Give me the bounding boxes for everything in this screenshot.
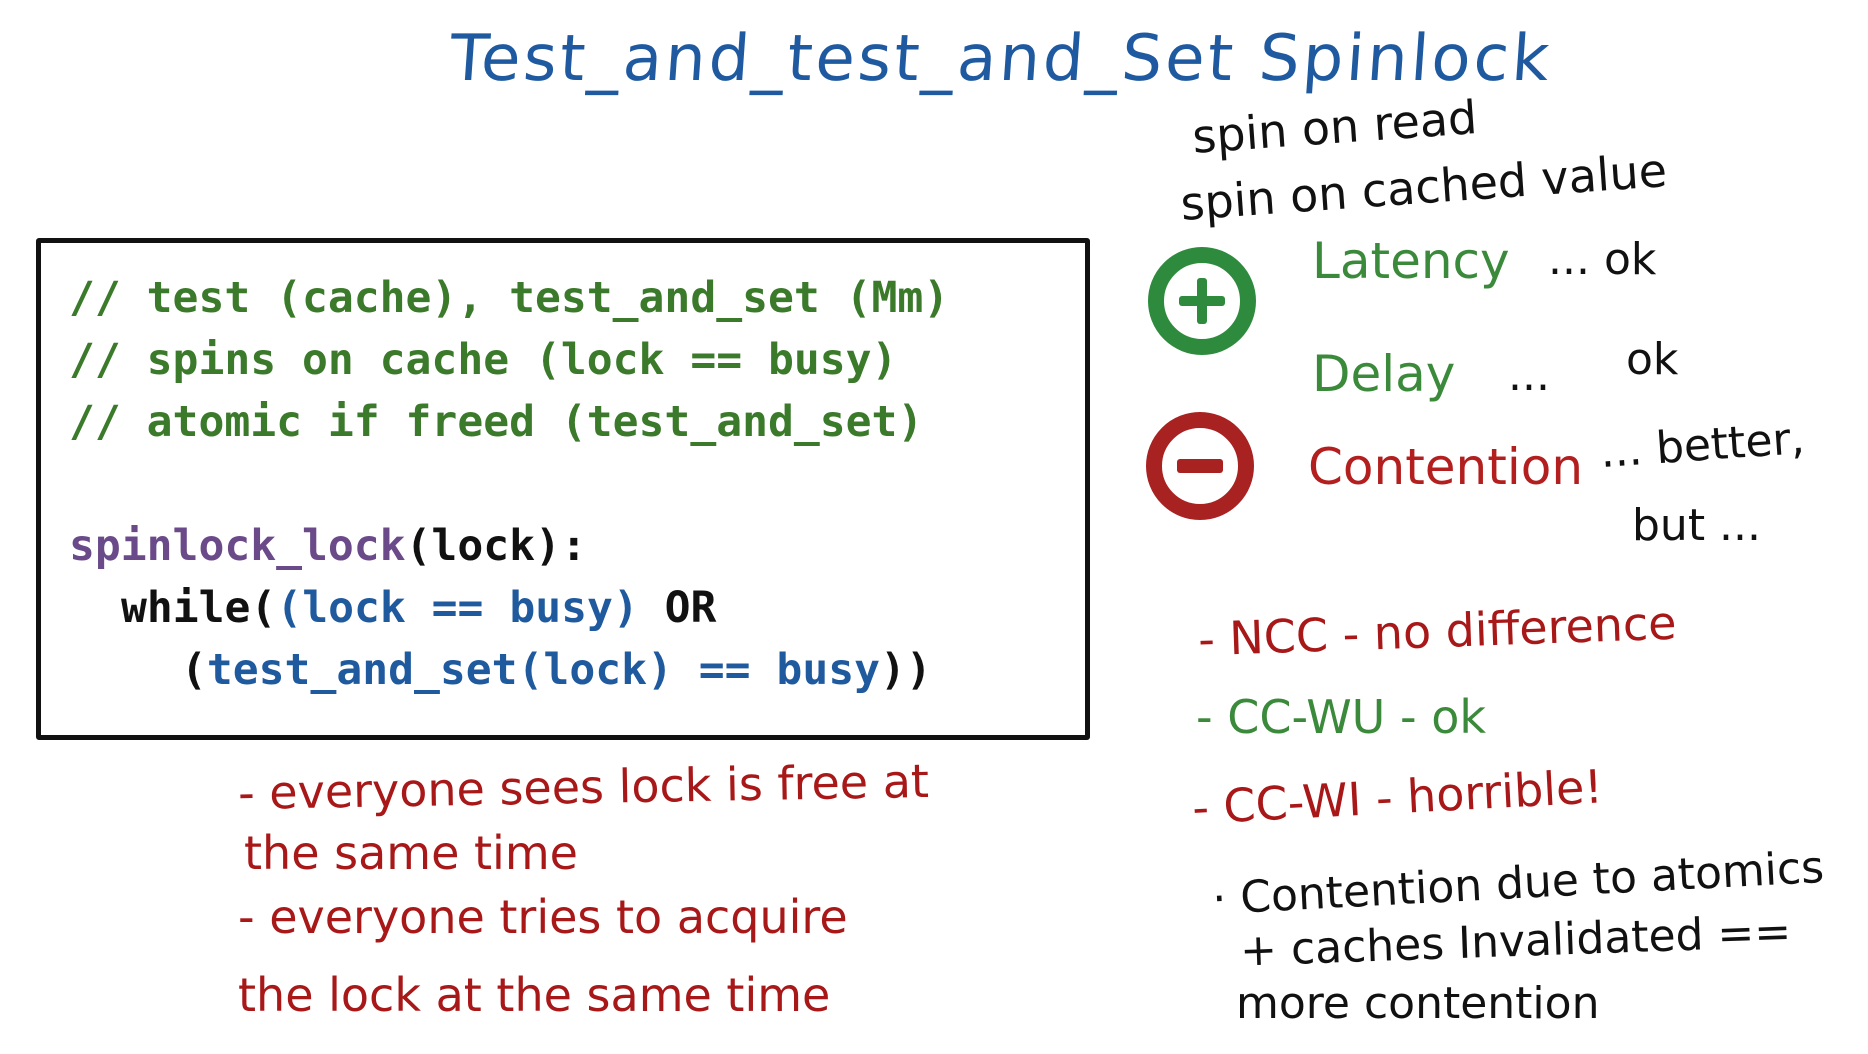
note-same-time: the same time — [244, 826, 578, 880]
code-while-line: while((lock == busy) OR — [121, 583, 716, 633]
note-spin-on-read: spin on read — [1190, 90, 1479, 164]
code-while-keyword: while( — [121, 583, 277, 633]
bullet-ncc: - NCC - no difference — [1197, 595, 1678, 667]
note-everyone-sees-lock: - everyone sees lock is free at — [237, 753, 930, 821]
code-condition-2: test_and_set(lock) == busy — [206, 645, 880, 695]
code-close-parens: )) — [879, 645, 932, 695]
code-condition-1: (lock == busy) — [276, 583, 639, 633]
code-function-signature: spinlock_lock(lock): — [69, 521, 587, 571]
con-contention-value-2: but ... — [1632, 500, 1762, 551]
code-test-and-set-line: (test_and_set(lock) == busy)) — [181, 645, 932, 695]
pro-latency-label: Latency — [1312, 232, 1510, 290]
code-function-args: (lock): — [405, 521, 587, 571]
bullet-cc-wi: - CC-WI - horrible! — [1190, 759, 1605, 835]
code-box: // test (cache), test_and_set (Mm) // sp… — [36, 238, 1090, 740]
code-comment-2: // spins on cache (lock == busy) — [69, 335, 898, 385]
pro-delay-value: ok — [1626, 334, 1679, 385]
con-contention-label: Contention — [1308, 438, 1584, 496]
pro-delay-label: Delay — [1312, 345, 1456, 403]
code-open-paren: ( — [181, 645, 207, 695]
code-comment-3: // atomic if freed (test_and_set) — [69, 397, 924, 447]
minus-circle-icon — [1146, 412, 1254, 520]
code-comment-1: // test (cache), test_and_set (Mm) — [69, 273, 950, 323]
plus-circle-icon — [1148, 247, 1256, 355]
pro-latency-value: ... ok — [1548, 234, 1657, 285]
slide-title: Test_and_test_and_Set Spinlock — [447, 22, 1555, 96]
code-function-name: spinlock_lock — [69, 521, 406, 571]
con-contention-value: ... better, — [1598, 412, 1807, 479]
note-lock-same-time: the lock at the same time — [238, 968, 831, 1022]
bullet-contention-3: more contention — [1236, 978, 1600, 1029]
bullet-cc-wu: - CC-WU - ok — [1196, 690, 1486, 744]
note-everyone-tries: - everyone tries to acquire — [238, 890, 848, 944]
code-or-keyword: OR — [638, 583, 717, 633]
pro-delay-ellipsis: ... — [1508, 350, 1550, 401]
